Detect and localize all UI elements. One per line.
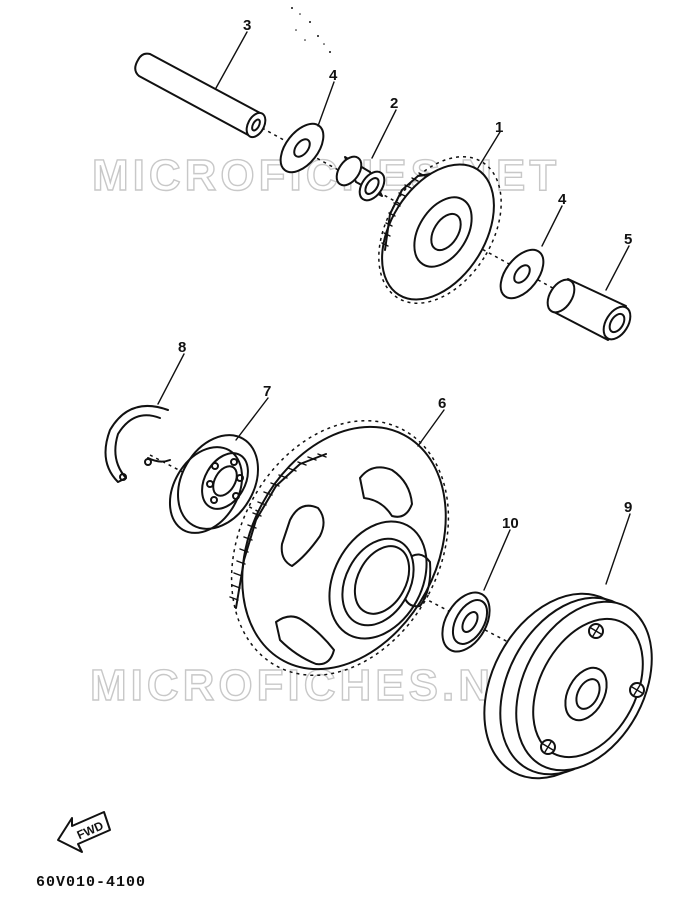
clutch-part-9	[483, 592, 653, 780]
part-label-2: 2	[390, 95, 398, 112]
fwd-arrow-icon: FWD	[57, 811, 111, 853]
scan-speckles	[291, 7, 331, 53]
bearing-part-7	[168, 434, 259, 534]
part-label-7: 7	[263, 383, 271, 400]
bushing-part-2	[335, 155, 386, 202]
part-label-4-upper: 4	[329, 67, 338, 84]
collar-part-5	[546, 278, 632, 341]
circlip-part-8	[104, 405, 171, 483]
part-label-9: 9	[624, 499, 632, 516]
part-label-8: 8	[178, 339, 186, 356]
leader-lines	[157, 31, 631, 591]
part-label-6: 6	[438, 395, 446, 412]
washer-part-4-upper	[279, 122, 325, 174]
reference-code: 60V010-4100	[36, 874, 146, 891]
washer-part-10	[441, 591, 491, 653]
washer-part-4-lower	[499, 248, 545, 300]
part-label-10: 10	[502, 515, 519, 532]
part-label-1: 1	[495, 119, 503, 136]
starter-gear-part-6	[229, 419, 450, 677]
part-label-5: 5	[624, 231, 632, 248]
shaft-part-3	[134, 52, 267, 139]
idler-gear-part-1	[378, 156, 502, 304]
part-label-4-lower: 4	[558, 191, 567, 208]
part-label-3: 3	[243, 17, 251, 34]
